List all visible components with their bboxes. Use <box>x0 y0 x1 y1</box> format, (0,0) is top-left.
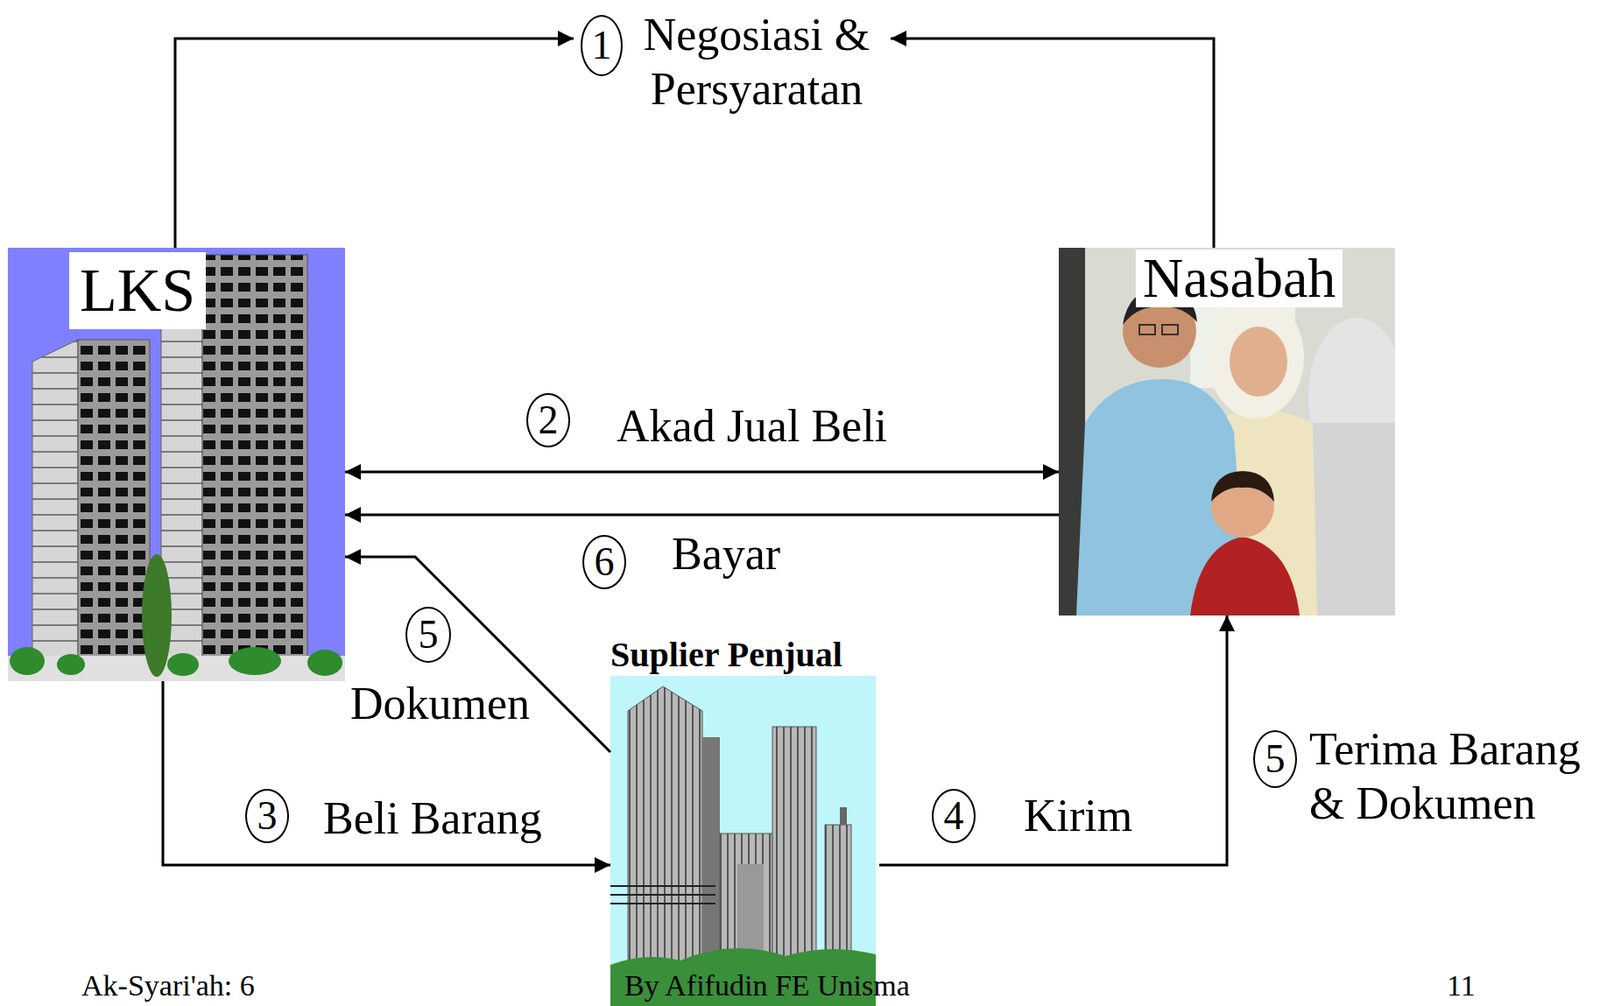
footer-text: By Afifudin FE Unisma <box>624 970 910 1002</box>
footer-text: Ak-Syari'ah: 6 <box>81 970 255 1002</box>
institution-node: LKS <box>7 247 346 682</box>
callout-number: 4 <box>931 789 976 844</box>
callout-number: 6 <box>582 535 627 590</box>
connector-arrow <box>345 471 1059 474</box>
negotiation-node: Negosiasi & Persyaratan <box>573 4 891 120</box>
edge-label: Dokumen <box>348 677 532 731</box>
note-text: Terima Barang & Dokumen <box>1309 722 1594 832</box>
callout-number: 1 <box>580 14 623 77</box>
edge-label: Beli Barang <box>321 792 544 846</box>
node-label: LKS <box>69 252 206 330</box>
edge-label: Kirim <box>1022 789 1135 843</box>
supplier-buildings-illustration <box>610 676 876 1006</box>
callout-number: 2 <box>526 393 571 448</box>
connector-arrow <box>345 556 611 753</box>
customer-node: Nasabah <box>1058 247 1396 616</box>
connector-arrow <box>879 615 1227 866</box>
supplier-node: Suplier Penjual <box>610 632 880 1006</box>
connector-arrow <box>175 38 574 248</box>
node-label: Negosiasi & Persyaratan <box>624 7 889 117</box>
edge-label: Bayar <box>669 528 783 581</box>
callout-number: 5 <box>1253 730 1297 789</box>
connector-arrow <box>890 38 1214 248</box>
edge-label: Akad Jual Beli <box>614 400 889 453</box>
node-label: Nasabah <box>1135 249 1343 308</box>
callout-number: 3 <box>245 789 289 844</box>
callout-number: 5 <box>405 606 452 663</box>
connector-arrow <box>345 514 1059 517</box>
node-label: Suplier Penjual <box>610 632 880 677</box>
footer-text: 11 <box>1446 970 1476 1002</box>
